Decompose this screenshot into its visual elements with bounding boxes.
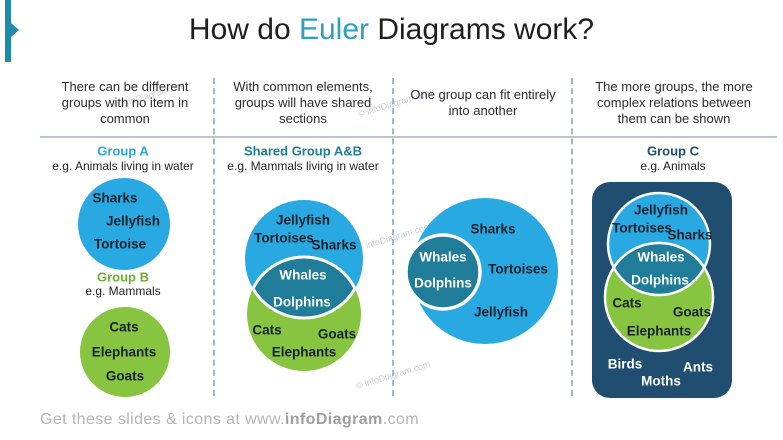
item-label: Jellyfish <box>105 213 161 229</box>
item-label: Cats <box>252 322 282 338</box>
page-title: How do Euler Diagrams work? <box>0 13 783 47</box>
header-divider-line <box>40 136 777 138</box>
title-suffix: Diagrams work? <box>369 13 595 46</box>
ribbon-bar <box>5 0 11 62</box>
item-label: Tortoises <box>254 230 314 246</box>
shared-group-label: Shared Group A&B <box>244 143 362 159</box>
item-label: Sharks <box>311 237 357 253</box>
item-label: Jellyfish <box>633 202 689 218</box>
group-a-circle <box>78 178 170 270</box>
item-label: Sharks <box>470 221 516 237</box>
item-label: Jellyfish <box>473 304 529 320</box>
footer-brand-link[interactable]: infoDiagram <box>284 411 383 428</box>
item-label: Jellyfish <box>275 212 331 228</box>
column-header-1: There can be different groups with no it… <box>61 79 189 126</box>
title-prefix: How do <box>188 13 299 46</box>
item-label: Tortoises <box>612 220 672 236</box>
item-label: Cats <box>109 319 139 335</box>
item-label: Elephants <box>91 344 157 360</box>
item-label: Ants <box>683 359 713 375</box>
footer: Get these slides & icons at www.infoDiag… <box>40 411 419 429</box>
item-label: Elephants <box>626 323 692 339</box>
column-header-3: One group can fit entirely into another <box>410 87 556 118</box>
item-label: Goats <box>105 368 145 384</box>
item-label: Dolphins <box>414 275 472 291</box>
column-separator-1 <box>213 78 215 396</box>
group-c-overlap-lens <box>608 241 710 295</box>
item-label: Whales <box>279 267 327 283</box>
column-separator-3 <box>571 78 573 396</box>
item-label: Cats <box>612 295 642 311</box>
group-a-sublabel: e.g. Animals living in water <box>52 159 194 173</box>
item-label: Whales <box>637 249 685 265</box>
item-label: Sharks <box>92 190 138 206</box>
footer-text-suffix: .com <box>382 411 419 428</box>
item-label: Tortoise <box>93 236 147 252</box>
footer-text: Get these slides & icons at www. <box>40 411 285 428</box>
column-header-2: With common elements, groups will have s… <box>233 79 373 126</box>
item-label: Birds <box>607 356 643 372</box>
group-c-label: Group C <box>647 143 699 159</box>
item-label: Goats <box>672 304 712 320</box>
shared-group-sublabel: e.g. Mammals living in water <box>227 159 379 173</box>
group-b-label: Group B <box>97 269 149 285</box>
column-separator-2 <box>392 78 394 396</box>
item-label: Dolphins <box>273 294 331 310</box>
ribbon-arrow-icon <box>11 23 19 37</box>
item-label: Goats <box>317 326 357 342</box>
column-header-4: The more groups, the more complex relati… <box>595 79 753 126</box>
shared-overlap-outline <box>247 257 361 320</box>
item-label: Moths <box>641 373 681 389</box>
group-b-sublabel: e.g. Mammals <box>85 284 161 298</box>
title-highlight: Euler <box>298 13 370 46</box>
item-label: Elephants <box>271 344 337 360</box>
item-label: Sharks <box>667 227 713 243</box>
group-a-label: Group A <box>97 143 149 159</box>
group-b-circle <box>80 307 170 397</box>
group-c-sublabel: e.g. Animals <box>640 159 706 173</box>
item-label: Tortoises <box>488 261 548 277</box>
item-label: Whales <box>419 249 467 265</box>
inner-group-circle <box>404 233 482 311</box>
item-label: Dolphins <box>631 272 689 288</box>
